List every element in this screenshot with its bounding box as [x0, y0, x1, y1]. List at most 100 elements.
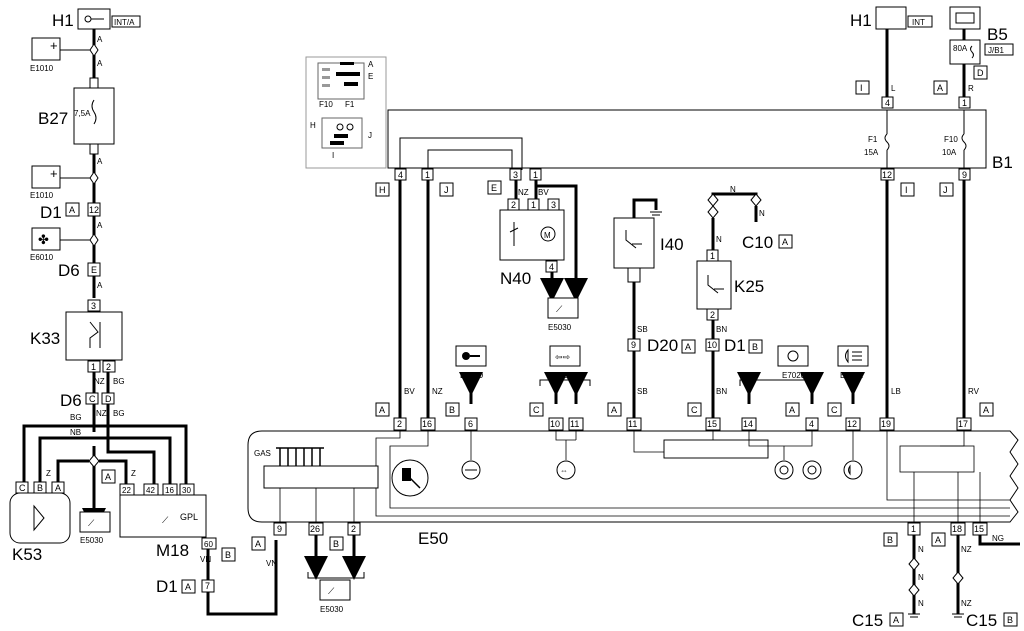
svg-text:9: 9 [962, 170, 967, 180]
svg-text:17: 17 [958, 419, 968, 429]
svg-text:1: 1 [710, 251, 715, 261]
svg-text:C: C [831, 405, 838, 415]
svg-text:VN: VN [200, 555, 211, 564]
svg-text:A: A [97, 157, 103, 166]
svg-text:11: 11 [628, 419, 637, 429]
k53-component [9, 492, 71, 544]
svg-text:7,5A: 7,5A [74, 109, 91, 118]
svg-text:E: E [368, 72, 373, 81]
k33-relay [65, 311, 123, 361]
svg-text:A: A [611, 405, 617, 415]
svg-text:NZ: NZ [518, 188, 529, 197]
svg-text:26: 26 [310, 524, 320, 534]
b1-left-wires: H J BV NZ I J [375, 180, 966, 418]
svg-text:12: 12 [882, 170, 892, 180]
h1-left-label: H1 [52, 11, 74, 30]
svg-text:C: C [89, 394, 96, 404]
svg-text:19: 19 [881, 419, 891, 429]
svg-text:⟋: ⟋ [556, 304, 563, 314]
svg-text:A: A [55, 483, 61, 493]
svg-text:E2020: E2020 [554, 371, 578, 380]
svg-text:3: 3 [551, 200, 556, 210]
svg-text:D: D [977, 68, 984, 78]
svg-text:⟋: ⟋ [88, 518, 95, 528]
svg-text:A: A [789, 405, 795, 415]
motor-icon [540, 226, 556, 242]
svg-text:SB: SB [637, 325, 648, 334]
svg-text:B1: B1 [992, 153, 1013, 172]
svg-text:C10: C10 [742, 233, 773, 252]
svg-text:F1: F1 [345, 100, 355, 109]
svg-text:VN: VN [266, 559, 277, 568]
svg-text:I: I [332, 151, 334, 160]
svg-text:BN: BN [716, 387, 727, 396]
svg-text:N: N [759, 209, 765, 218]
battery-icon [949, 6, 981, 30]
svg-text:D1: D1 [40, 203, 62, 222]
svg-text:E5030: E5030 [80, 536, 104, 545]
svg-text:10A: 10A [942, 148, 957, 157]
svg-text:A: A [105, 472, 111, 482]
svg-text:A: A [97, 35, 103, 44]
svg-text:NZ: NZ [961, 599, 972, 608]
svg-text:15: 15 [974, 524, 984, 534]
svg-text:BG: BG [113, 377, 125, 386]
svg-text:+: + [50, 38, 58, 53]
svg-text:N: N [730, 185, 736, 194]
brake-warning-icon [777, 345, 809, 367]
svg-text:E5030: E5030 [320, 605, 344, 614]
svg-text:60: 60 [204, 540, 213, 549]
svg-text:I: I [905, 185, 908, 195]
svg-text:B: B [449, 405, 455, 415]
n40-component: E NZ BV 2 1 3 M 4 N40 ⟋ E5030 [487, 180, 588, 332]
svg-text:D: D [105, 394, 112, 404]
svg-text:12: 12 [847, 419, 857, 429]
svg-text:E7020: E7020 [782, 371, 806, 380]
svg-text:E2012: E2012 [840, 371, 864, 380]
svg-text:⇦⇨: ⇦⇨ [555, 352, 571, 362]
svg-text:10: 10 [707, 340, 717, 350]
svg-text:NZ: NZ [94, 377, 105, 386]
svg-text:3: 3 [513, 170, 518, 180]
svg-text:F10: F10 [319, 100, 333, 109]
svg-text:E7010: E7010 [460, 371, 484, 380]
svg-text:A: A [983, 405, 989, 415]
svg-text:12: 12 [89, 205, 99, 215]
svg-text:30: 30 [182, 486, 191, 495]
svg-text:9: 9 [277, 524, 282, 534]
svg-text:1: 1 [531, 200, 536, 210]
location-inset: A E F10 F1 H J I [305, 56, 387, 169]
svg-text:D1: D1 [724, 336, 746, 355]
svg-text:N: N [918, 573, 924, 582]
svg-text:NZ: NZ [432, 387, 443, 396]
svg-text:C15: C15 [852, 611, 883, 630]
svg-text:NB: NB [70, 428, 81, 437]
svg-text:22: 22 [122, 486, 131, 495]
i40-switch: I40 SB 9 D20 A SB [613, 198, 696, 418]
svg-text:4: 4 [549, 262, 554, 272]
svg-text:3: 3 [91, 301, 96, 311]
svg-text:A: A [255, 539, 261, 549]
svg-text:INT: INT [912, 18, 925, 27]
svg-text:R: R [968, 84, 974, 93]
svg-text:4: 4 [809, 419, 814, 429]
ignition-icon [875, 6, 907, 30]
svg-text:⟋: ⟋ [328, 586, 335, 596]
svg-text:A: A [69, 205, 75, 215]
svg-text:C: C [691, 405, 698, 415]
svg-text:B5: B5 [987, 25, 1008, 44]
svg-text:K53: K53 [12, 545, 42, 564]
warning-lamps: ⇔ [461, 460, 863, 480]
svg-text:J: J [943, 185, 948, 195]
svg-text:F1: F1 [868, 135, 878, 144]
gas-level-bar [263, 465, 379, 489]
b27-label: B27 [38, 109, 68, 128]
e50-label: E50 [418, 529, 448, 548]
svg-text:NZ: NZ [961, 545, 972, 554]
svg-text:M18: M18 [156, 541, 189, 560]
svg-text:B: B [225, 550, 231, 560]
svg-text:A: A [379, 405, 385, 415]
svg-text:SB: SB [637, 387, 648, 396]
svg-text:C15: C15 [966, 611, 997, 630]
